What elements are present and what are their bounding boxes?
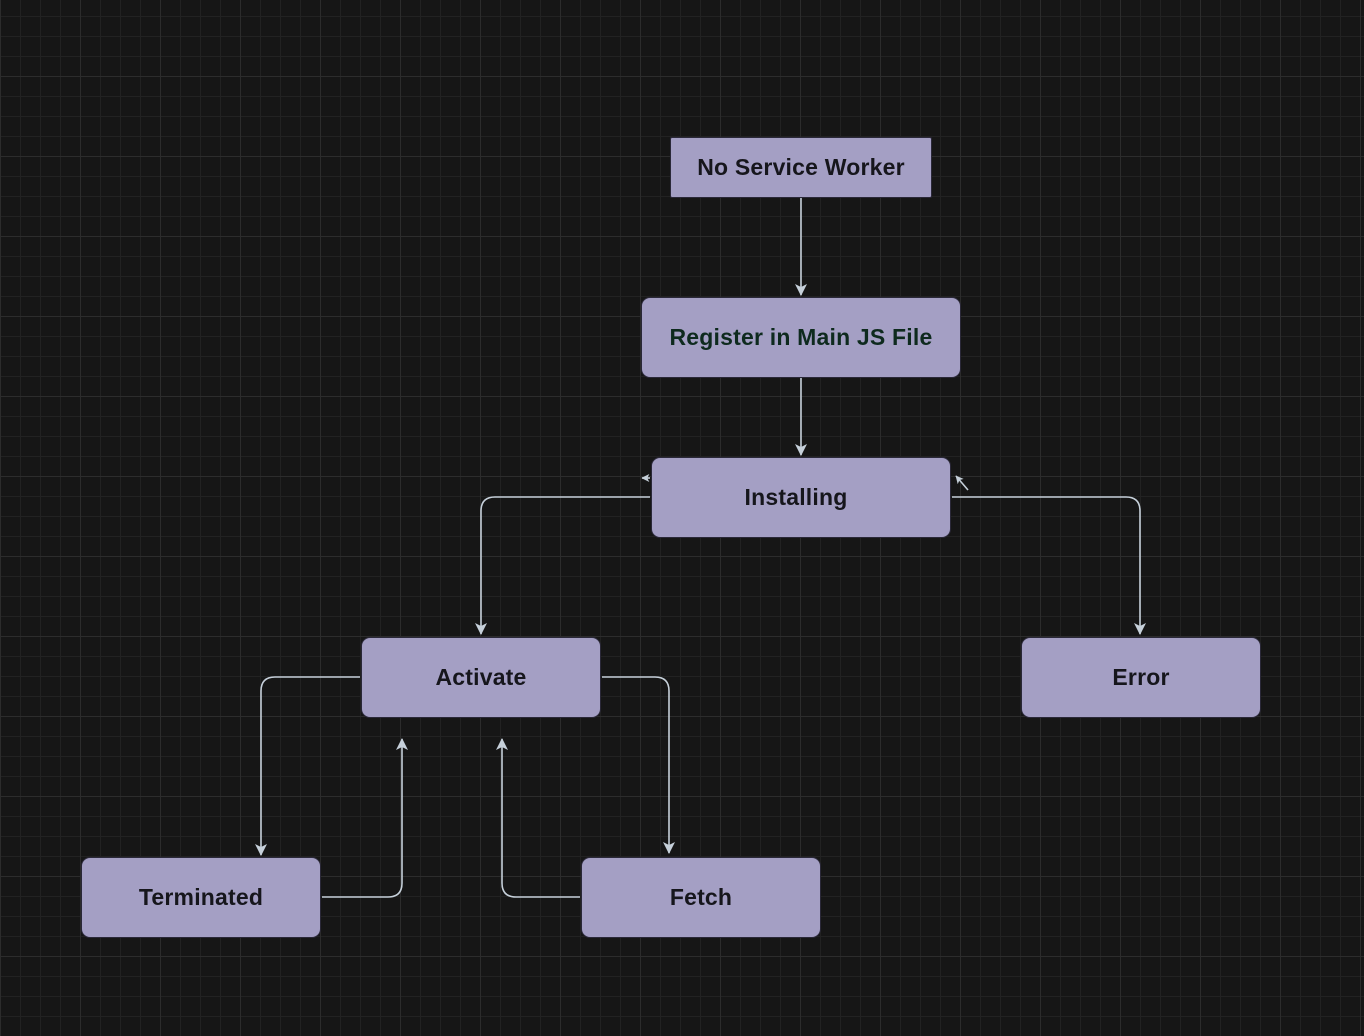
node-no-service-worker-label: No Service Worker [697, 154, 905, 180]
edge-activate-to-terminated[interactable] [255, 676, 360, 856]
node-installing-label: Installing [744, 484, 848, 510]
edge-activate-to-fetch[interactable] [602, 676, 675, 854]
node-terminated[interactable]: Terminated [81, 857, 321, 938]
node-fetch[interactable]: Fetch [581, 857, 821, 938]
node-register-main-js-label: Register in Main JS File [669, 324, 933, 350]
edge-installing-to-activate[interactable] [475, 496, 650, 635]
node-activate[interactable]: Activate [361, 637, 601, 718]
node-installing[interactable]: Installing [651, 457, 951, 538]
edge-error-to-installing[interactable] [955, 475, 969, 491]
node-error-label: Error [1112, 664, 1170, 690]
edge-fetch-to-activate[interactable] [496, 738, 580, 898]
node-register-main-js[interactable]: Register in Main JS File [641, 297, 961, 378]
node-fetch-label: Fetch [669, 884, 733, 910]
node-activate-label: Activate [435, 664, 527, 690]
node-terminated-label: Terminated [138, 884, 264, 910]
edge-installing-to-error[interactable] [952, 496, 1146, 635]
edge-terminated-to-activate[interactable] [322, 738, 408, 898]
node-error[interactable]: Error [1021, 637, 1261, 718]
node-no-service-worker[interactable]: No Service Worker [670, 137, 932, 198]
